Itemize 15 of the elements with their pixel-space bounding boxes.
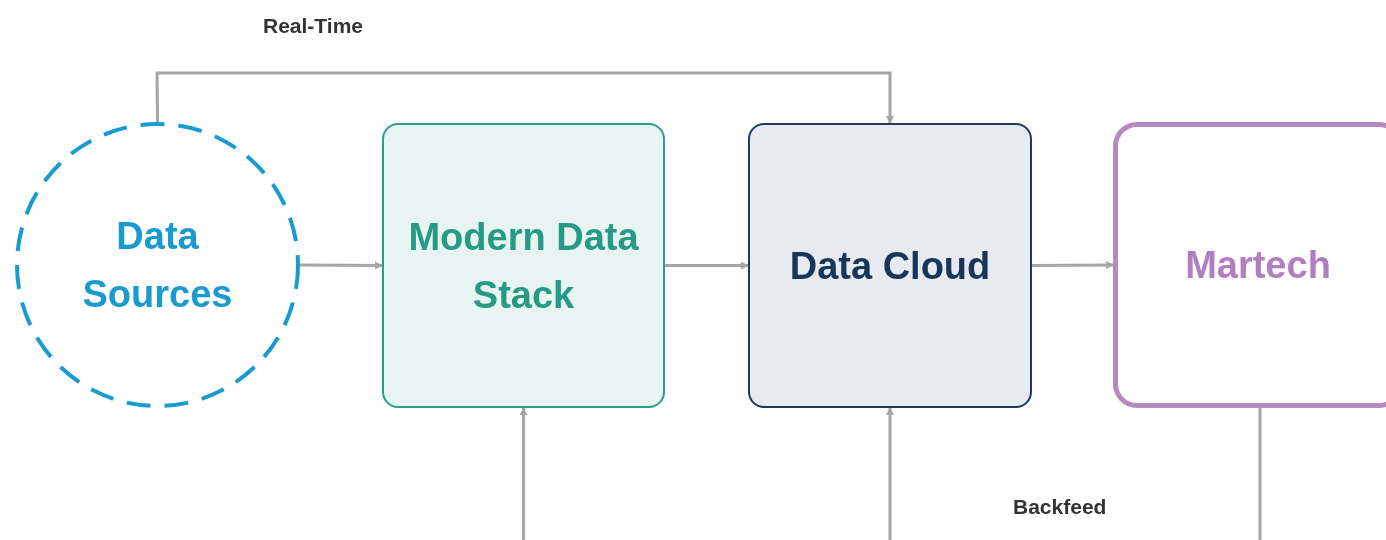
node-label: Martech bbox=[1185, 243, 1331, 288]
arrow bbox=[1032, 261, 1114, 270]
arrow bbox=[519, 407, 528, 540]
data-source-circle bbox=[15, 122, 300, 408]
node-label: Data Cloud bbox=[789, 243, 991, 289]
process-box bbox=[1113, 122, 1386, 408]
flow-label: Backfeed bbox=[1013, 494, 1107, 520]
arrow bbox=[665, 261, 749, 270]
process-box bbox=[748, 123, 1032, 408]
arrow bbox=[155, 71, 894, 124]
process-box bbox=[382, 123, 665, 408]
arrow bbox=[886, 407, 894, 540]
node-label: Data Sources bbox=[81, 214, 234, 317]
arrow bbox=[300, 261, 383, 270]
node-label: Modern Data Stack bbox=[407, 214, 640, 318]
